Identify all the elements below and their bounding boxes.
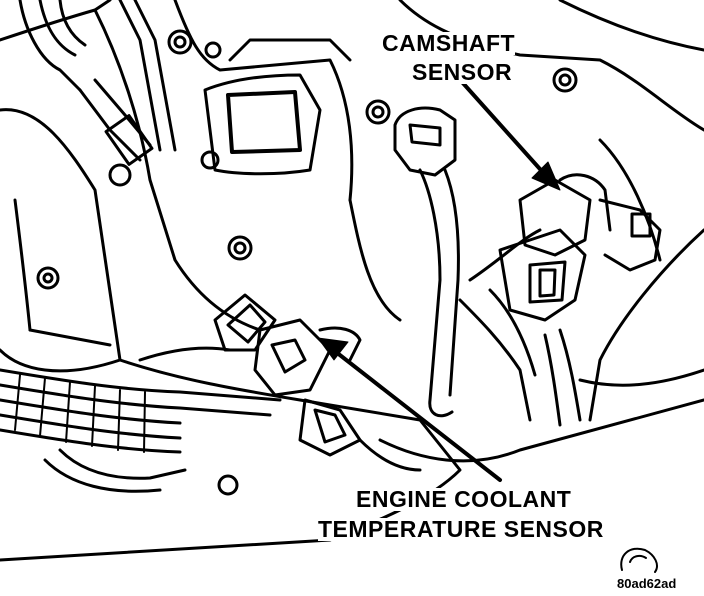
ect-sensor-assembly <box>0 293 422 493</box>
figure-code-mark <box>620 547 658 573</box>
camshaft-label-line1: CAMSHAFT <box>382 30 516 56</box>
ect-label-line1: ENGINE COOLANT <box>356 486 572 512</box>
ect-label-line2: TEMPERATURE SENSOR <box>318 516 604 542</box>
upper-left-harness <box>18 0 177 166</box>
leader-arrows <box>317 80 561 482</box>
bolts <box>36 29 578 496</box>
engine-block <box>0 0 704 562</box>
camshaft-label-line2: SENSOR <box>412 59 513 85</box>
figure-code: 80ad62ad <box>617 576 677 591</box>
camshaft-sensor-assembly <box>393 106 662 427</box>
